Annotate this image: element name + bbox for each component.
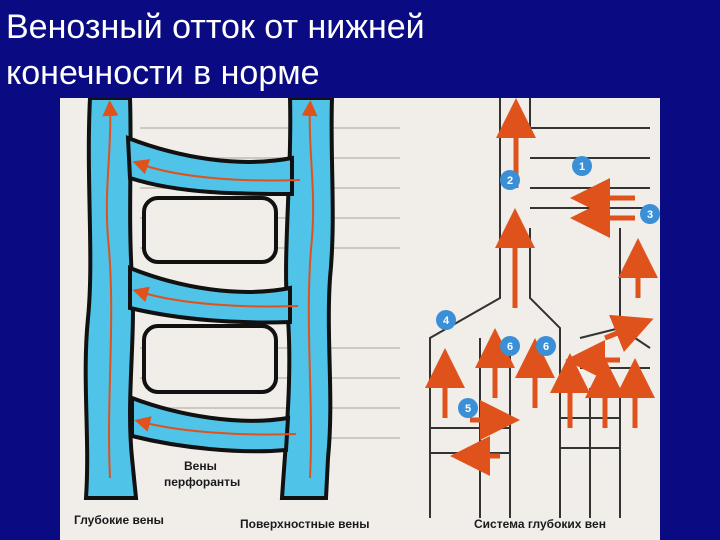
slide-title: Венозный отток от нижней конечности в но… [6, 4, 425, 96]
label-perforator-1: Вены [184, 459, 217, 473]
marker-6a: 6 [500, 336, 520, 356]
svg-text:5: 5 [465, 403, 471, 415]
svg-text:3: 3 [647, 209, 653, 221]
superficial-vein [279, 98, 335, 500]
marker-6b: 6 [536, 336, 556, 356]
flow-arrows-left [102, 100, 318, 479]
label-deep-vein-system: Система глубоких вен [474, 517, 606, 531]
diagram-panel: 1 2 3 4 5 6 6 Вены перфоранты Глубокие [60, 98, 660, 540]
svg-text:6: 6 [507, 341, 513, 353]
ladder-gap-1 [142, 196, 278, 264]
perforator-vein-2 [128, 265, 292, 325]
slide-title-line-1: Венозный отток от нижней [6, 8, 425, 46]
marker-2: 2 [500, 170, 520, 190]
marker-3: 3 [640, 204, 660, 224]
perforator-vein-1 [125, 135, 294, 197]
label-perforator-2: перфоранты [164, 475, 240, 489]
label-superficial-veins: Поверхностные вены [240, 517, 370, 531]
perforator-vein-3 [130, 395, 291, 454]
svg-text:6: 6 [543, 341, 549, 353]
vein-ladder [83, 98, 335, 500]
slide-title-line-2: конечности в норме [6, 54, 320, 92]
svg-text:1: 1 [579, 161, 585, 173]
ladder-gap-2 [142, 324, 278, 394]
flow-arrows-right [425, 98, 658, 476]
marker-1: 1 [572, 156, 592, 176]
label-deep-veins: Глубокие вены [74, 513, 164, 527]
svg-text:4: 4 [443, 315, 450, 327]
deep-vein-system-schematic [429, 98, 651, 518]
svg-text:2: 2 [507, 175, 513, 187]
marker-5: 5 [458, 398, 478, 418]
vein-diagram: 1 2 3 4 5 6 6 Вены перфоранты Глубокие [74, 98, 660, 531]
marker-4: 4 [436, 310, 456, 330]
